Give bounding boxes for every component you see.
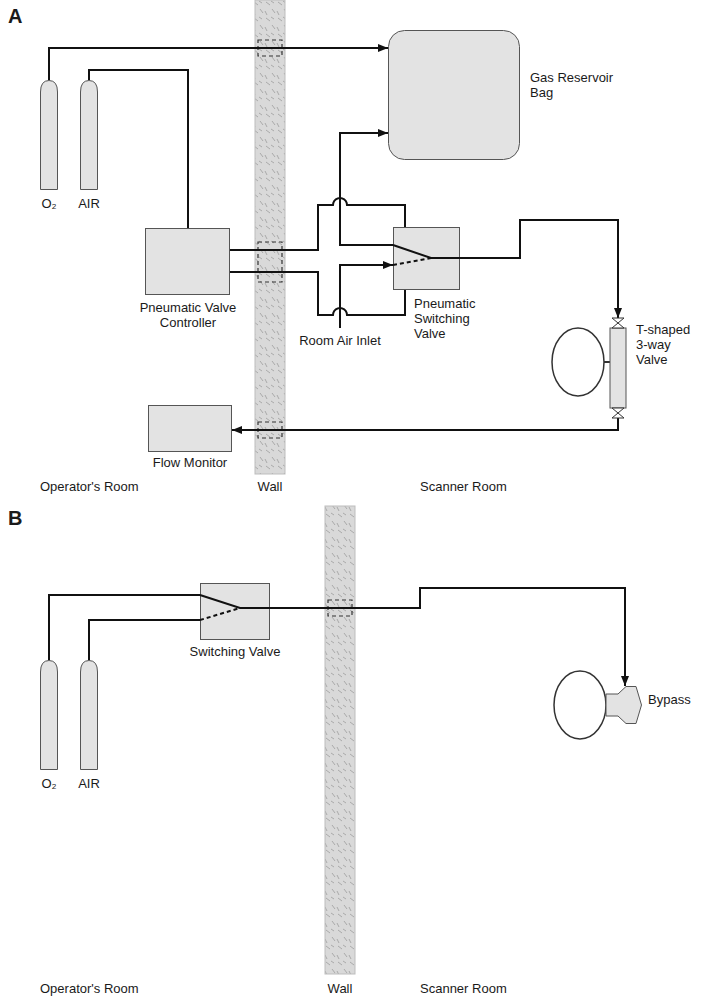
wall-port [258, 242, 282, 282]
box-outline [146, 229, 230, 295]
switch-arm [200, 595, 270, 608]
gas-line [230, 272, 405, 315]
patient-head [552, 328, 604, 396]
node-label: AIR [69, 776, 109, 791]
box-outline [149, 406, 232, 452]
gas-cylinder: AIR [80, 80, 98, 190]
room-label: Scanner Room [420, 980, 540, 997]
node-label: Flow Monitor [135, 455, 245, 470]
room-label: Scanner Room [420, 478, 540, 495]
valve-symbol [612, 318, 624, 328]
cylinder-outline [41, 661, 58, 770]
cylinder-outline [81, 81, 98, 190]
room-label: Operator's Room [40, 980, 160, 997]
panel-letter: B [8, 506, 38, 530]
valve-body [610, 328, 626, 408]
switch-arm-dashed [393, 258, 431, 265]
node-label: AIR [69, 196, 109, 211]
shape-outline [80, 80, 98, 190]
gas-line [230, 198, 405, 250]
bypass-mask: Bypass [606, 686, 642, 724]
reservoir-bag: Gas Reservoir Bag [388, 30, 520, 160]
wall [325, 506, 355, 974]
gas-cylinder: AIR [80, 660, 98, 770]
shape-outline [388, 30, 520, 160]
shape-outline [606, 686, 642, 724]
node-label: Switching Valve [180, 644, 290, 659]
box-outline [201, 584, 270, 640]
node-label: O₂ [29, 196, 69, 211]
wall-label: Wall [245, 478, 295, 495]
node-label: Pneumatic Valve Controller [133, 300, 243, 330]
node-label: Gas Reservoir Bag [530, 70, 630, 100]
gas-line [270, 588, 625, 686]
shape-outline [148, 405, 232, 452]
gas-line [340, 133, 393, 245]
gas-cylinder: O₂ [40, 80, 58, 190]
switching-valve: Switching Valve [200, 583, 270, 640]
node-label: O₂ [29, 776, 69, 791]
valve-symbol [612, 408, 624, 418]
shape-outline [606, 318, 630, 418]
room-label: Operator's Room [40, 478, 160, 495]
three-way-valve: T-shaped 3-way Valve [606, 318, 630, 418]
node-label: T-shaped 3-way Valve [636, 322, 700, 367]
shape-outline [200, 583, 270, 640]
shape-outline [393, 227, 460, 290]
gas-line [89, 620, 200, 660]
shape-outline [145, 228, 230, 295]
room-air-arrow [340, 265, 393, 328]
switch-arm [393, 245, 460, 258]
node-label: Bypass [648, 692, 698, 707]
bypass-outline [606, 687, 642, 724]
wall [255, 0, 285, 474]
node-label: Pneumatic Switching Valve [414, 296, 486, 341]
monitor-box: Flow Monitor [148, 405, 232, 452]
cylinder-outline [81, 661, 98, 770]
gas-line [89, 70, 188, 228]
box-outline [394, 228, 460, 290]
switch-arm-dashed [200, 608, 240, 620]
gas-cylinder: O₂ [40, 660, 58, 770]
patient-head [554, 671, 606, 739]
inlet-label: Room Air Inlet [290, 332, 390, 349]
gas-line [460, 220, 618, 318]
panel-letter: A [8, 4, 38, 28]
gas-line [49, 595, 200, 660]
controller-box: Pneumatic Valve Controller [145, 228, 230, 295]
gas-line [232, 418, 618, 430]
mouthpiece [604, 361, 610, 363]
wall-label: Wall [315, 980, 365, 997]
cylinder-outline [41, 81, 58, 190]
shape-outline [40, 80, 58, 190]
switching-valve: Pneumatic Switching Valve [393, 227, 460, 290]
bag-outline [389, 31, 520, 160]
shape-outline [80, 660, 98, 770]
shape-outline [40, 660, 58, 770]
gas-line [49, 48, 388, 80]
